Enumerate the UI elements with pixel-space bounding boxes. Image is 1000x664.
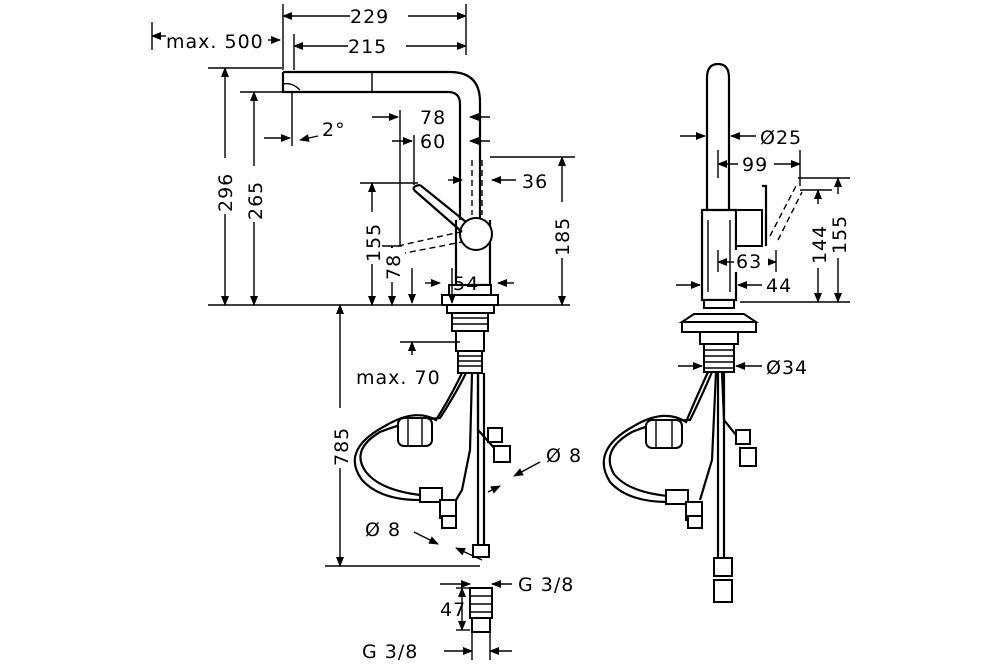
svg-text:max. 70: max. 70 (356, 367, 441, 389)
faucet-body (397, 183, 499, 306)
svg-text:47: 47 (440, 599, 466, 621)
side-view: Ø25 99 63 44 144 (602, 62, 851, 603)
svg-text:36: 36 (522, 171, 548, 193)
svg-text:60: 60 (420, 131, 446, 153)
svg-text:54: 54 (453, 273, 479, 295)
svg-text:Ø25: Ø25 (760, 127, 802, 149)
dim-47: 47 (440, 587, 470, 631)
mounting-assembly (446, 304, 495, 374)
svg-text:785: 785 (331, 427, 353, 466)
svg-text:144: 144 (809, 225, 831, 264)
svg-text:78: 78 (383, 254, 405, 280)
dim-229: 229 (282, 4, 467, 70)
svg-text:Ø 8: Ø 8 (365, 519, 401, 541)
side-spout-column (700, 62, 803, 302)
svg-text:155: 155 (363, 223, 385, 262)
dim-hose-dia-right: Ø 8 (487, 445, 582, 494)
connection-hoses (353, 372, 511, 633)
svg-text:229: 229 (350, 6, 389, 28)
dim-44: 44 (676, 275, 792, 297)
svg-text:265: 265 (245, 181, 267, 220)
side-base (678, 299, 760, 373)
dim-99: 99 (717, 150, 801, 186)
dim-185: 185 (490, 156, 575, 306)
dim-78-aux-arrows (408, 268, 456, 304)
svg-text:G 3/8: G 3/8 (518, 574, 574, 596)
dim-296: 296 (208, 67, 282, 306)
faucet-spout (281, 70, 483, 220)
svg-text:155: 155 (829, 215, 851, 254)
side-hoses (602, 371, 757, 603)
dim-dia-25: Ø25 (680, 127, 802, 149)
dim-dia-34: Ø34 (678, 357, 808, 379)
svg-text:Ø 8: Ø 8 (546, 445, 582, 467)
dim-78-60: 78 60 (372, 107, 490, 245)
svg-text:78: 78 (420, 107, 446, 129)
dim-2-degree: 2° (264, 92, 346, 146)
dim-215: 215 (293, 34, 467, 70)
svg-text:G 3/8: G 3/8 (362, 641, 418, 663)
svg-text:215: 215 (348, 36, 387, 58)
svg-text:296: 296 (215, 173, 237, 212)
svg-text:Ø34: Ø34 (766, 357, 808, 379)
dim-785: 785 (325, 304, 480, 567)
dim-max-500: max. 500 (151, 22, 281, 53)
svg-text:2°: 2° (322, 119, 346, 141)
dim-265: 265 (240, 91, 282, 306)
front-view: 229 215 max. 500 2° 78 (151, 4, 582, 663)
dim-36: 36 (448, 171, 548, 193)
svg-text:99: 99 (742, 154, 768, 176)
svg-text:63: 63 (736, 251, 762, 273)
svg-text:max. 500: max. 500 (166, 31, 264, 53)
svg-text:185: 185 (552, 217, 574, 256)
dim-155-side: 155 (798, 177, 851, 303)
dim-78-low: 78 (381, 245, 405, 306)
dim-thread-bottom: G 3/8 (362, 632, 512, 663)
dim-thread-top: G 3/8 (440, 574, 574, 596)
dim-63: 63 (717, 250, 777, 273)
dim-max-70: max. 70 (356, 341, 460, 389)
dim-54: 54 (425, 273, 514, 295)
svg-text:44: 44 (766, 275, 792, 297)
dim-hose-dia-left: Ø 8 (365, 519, 483, 561)
